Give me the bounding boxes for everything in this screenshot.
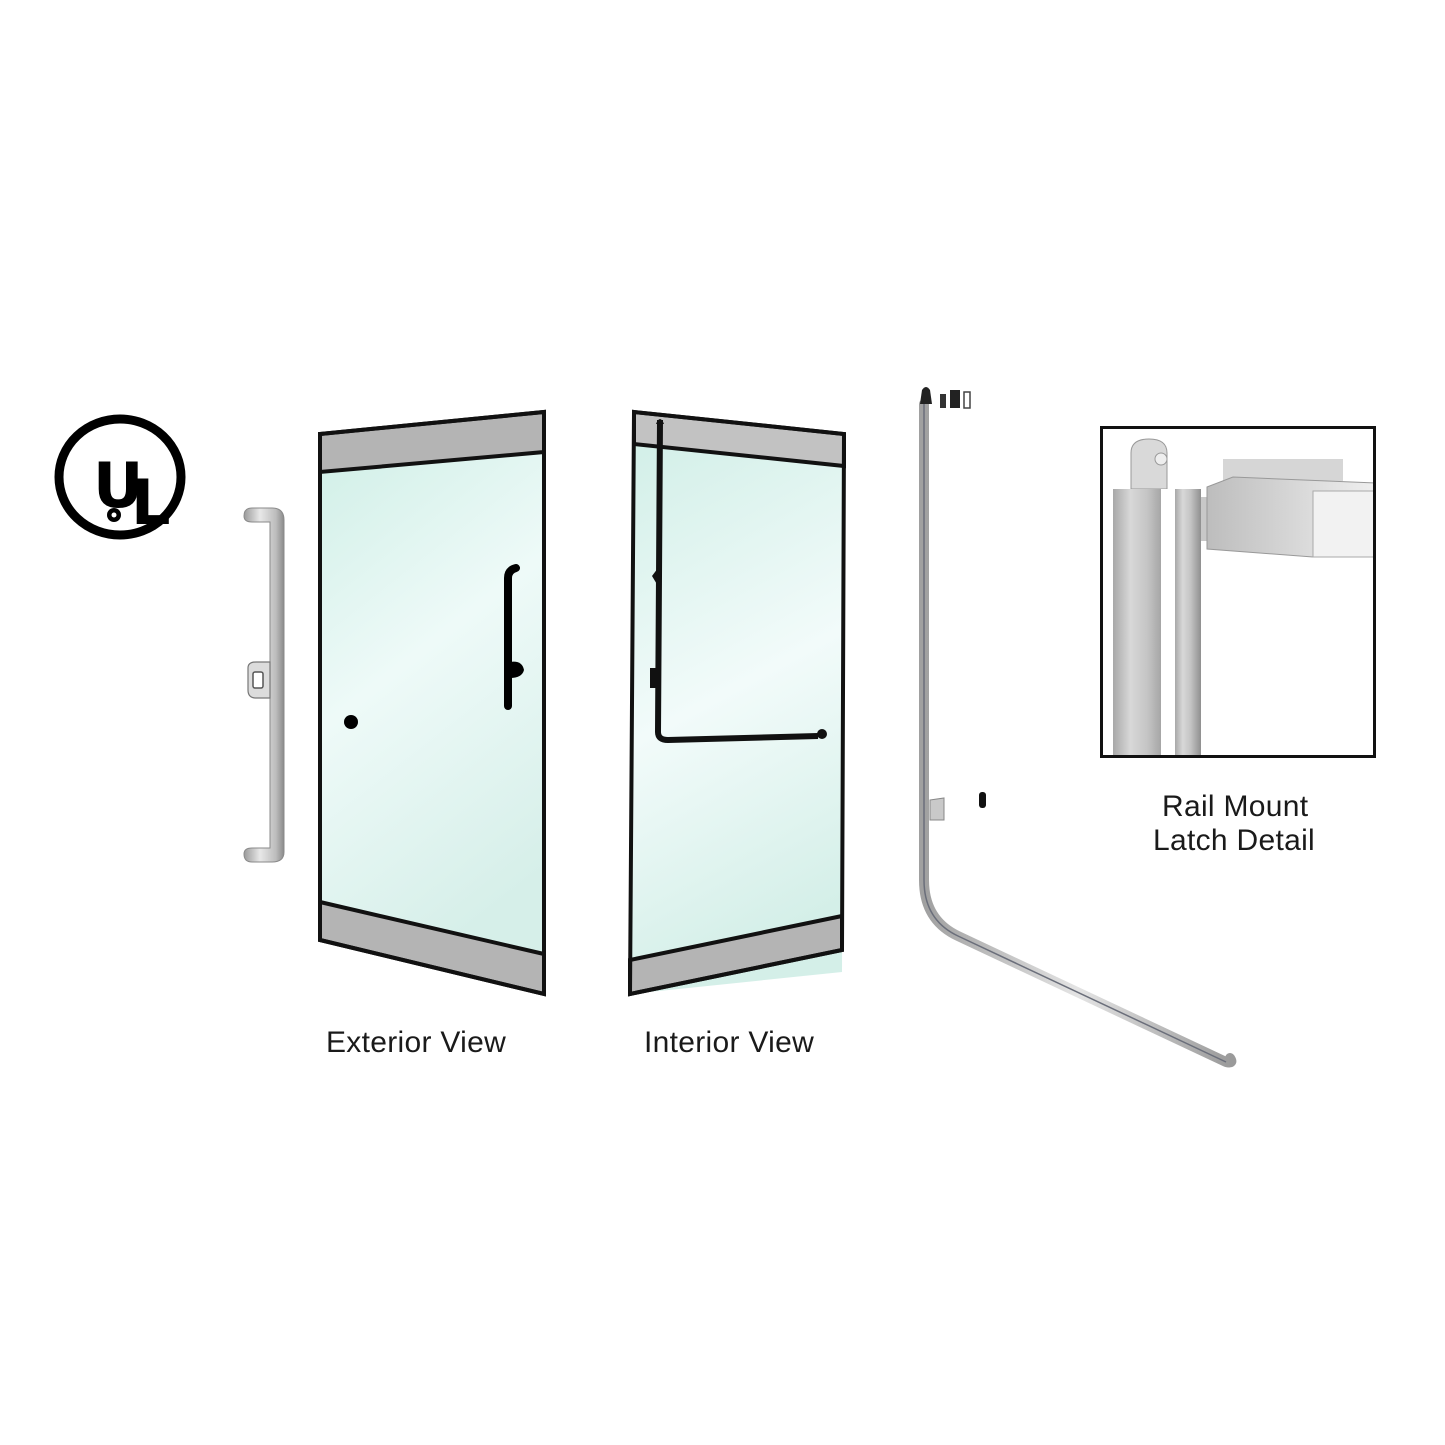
detail-label-line2: Latch Detail — [1153, 824, 1316, 857]
latch-detail-illustration — [1113, 438, 1373, 755]
exterior-view-label: Exterior View — [326, 1026, 507, 1059]
detail-label-line1: Rail Mount — [1162, 790, 1309, 823]
pull-handle — [238, 502, 290, 868]
exterior-door-illustration — [318, 409, 546, 997]
ul-logo-icon: U L — [54, 414, 186, 540]
exterior-door — [312, 406, 552, 1002]
interior-door-illustration — [627, 409, 847, 997]
vertical-rod-illustration — [919, 387, 1237, 1068]
svg-text:L: L — [131, 466, 171, 539]
interior-door — [622, 406, 850, 1000]
pull-handle-icon — [243, 507, 285, 863]
rail-mount-rod — [900, 380, 1240, 1070]
ul-logo: U L — [53, 412, 187, 542]
interior-view-label: Interior View — [644, 1026, 815, 1059]
latch-detail-box — [1100, 426, 1376, 758]
